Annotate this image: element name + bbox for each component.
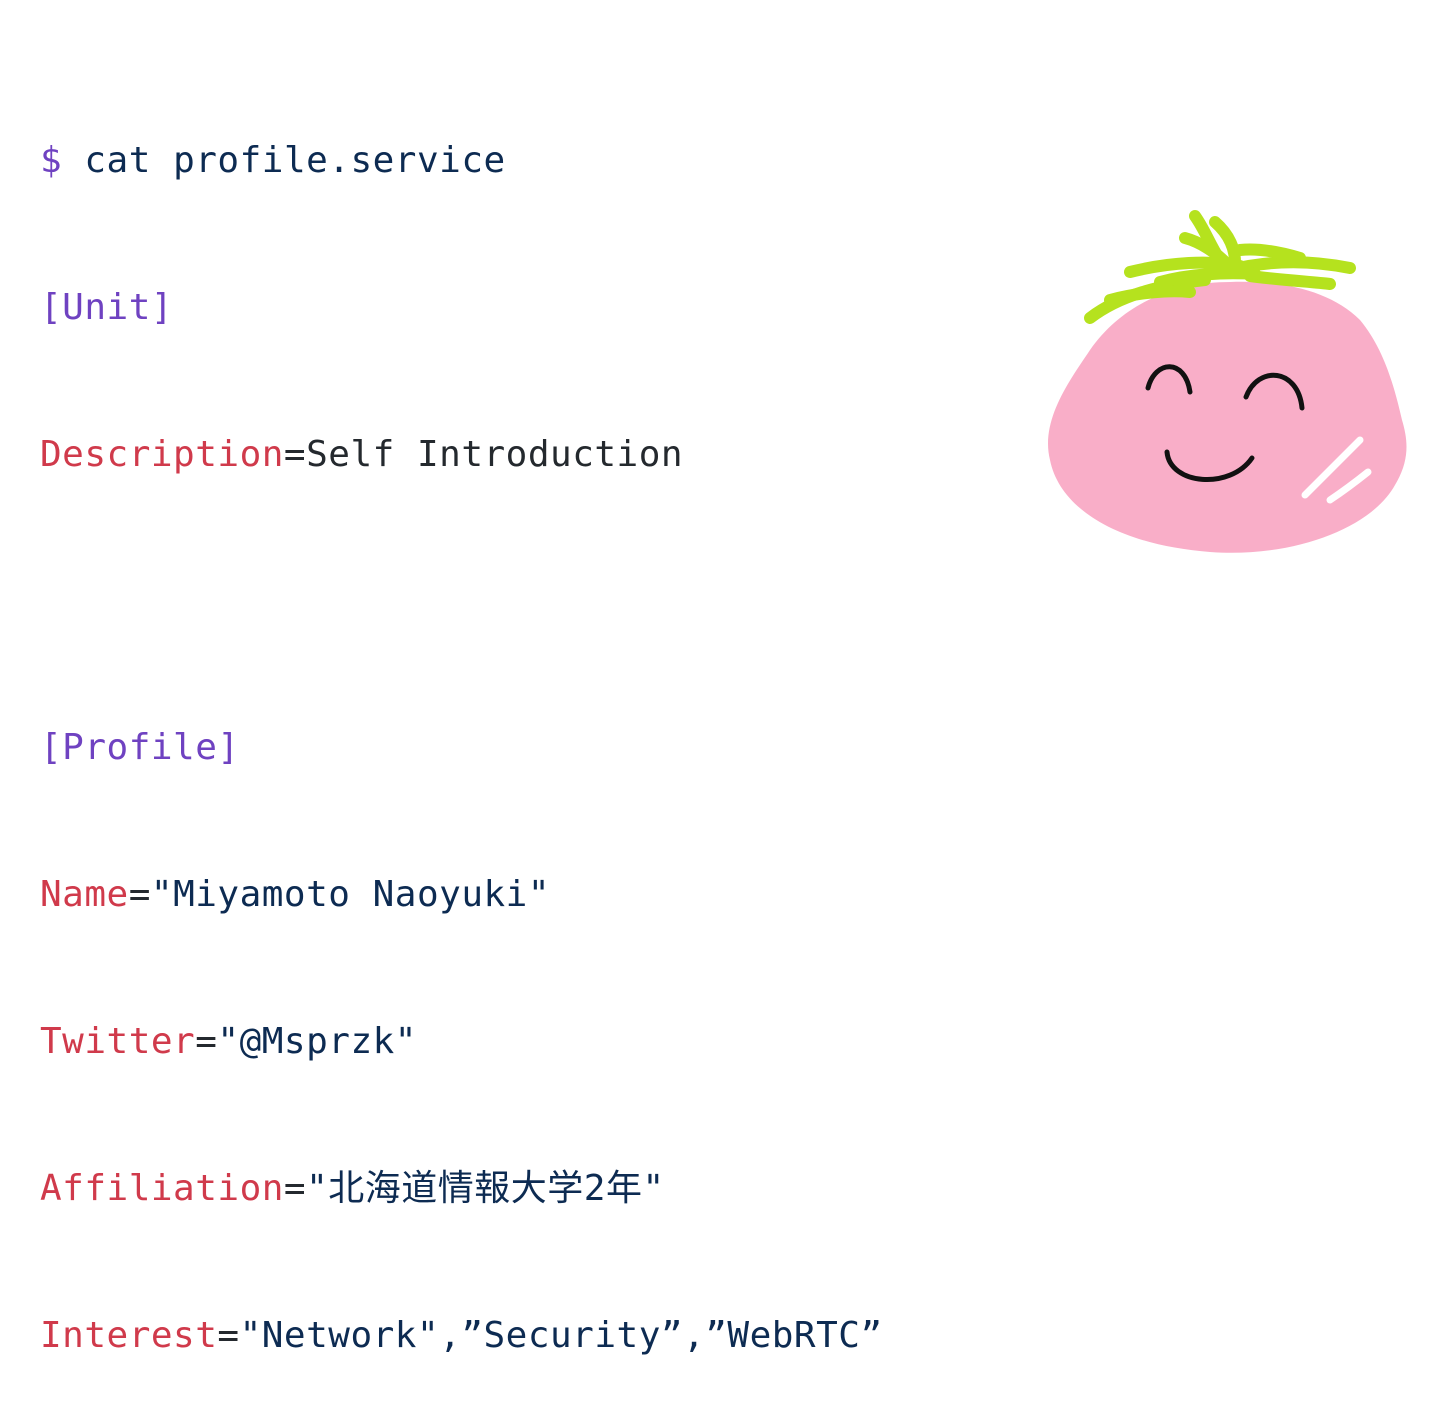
interest-value: "Network",”Security”,”WebRTC” [239,1315,883,1356]
right-eye [1243,372,1305,411]
left-eye [1145,364,1193,395]
profile-header-text: [Profile] [40,727,240,768]
name-line: Name="Miyamoto Naoyuki" [40,874,551,915]
unit-section-header: [Unit] [40,275,883,340]
affiliation-key: Affiliation [40,1168,284,1209]
name-value: "Miyamoto Naoyuki" [150,874,551,915]
affiliation-value: "北海道情報大学2年" [306,1168,665,1209]
interest-line: Interest="Network",”Security”,”WebRTC” [40,1315,883,1356]
smile-mouth [1164,449,1255,482]
unit-header-text: [Unit] [40,287,174,328]
shell-command: cat profile.service [84,140,506,181]
description-line: Description=Self Introduction [40,434,684,475]
shell-prompt: $ [40,140,63,181]
twitter-key: Twitter [40,1021,196,1062]
blank-line [40,569,883,633]
description-key: Description [40,434,284,475]
tomato-body [1048,281,1407,553]
tomato-highlight [1301,436,1372,504]
profile-section-header: [Profile] [40,715,883,780]
terminal-output: $ cat profile.service [Unit] Description… [40,46,883,1409]
description-value: Self Introduction [306,434,684,475]
twitter-value: "@Msprzk" [217,1021,417,1062]
name-key: Name [40,874,129,915]
smiling-tomato-icon [1048,210,1407,553]
twitter-line: Twitter="@Msprzk" [40,1021,417,1062]
command-line: $ cat profile.service [40,128,883,193]
affiliation-line: Affiliation="北海道情報大学2年" [40,1168,665,1209]
tomato-leaves [1084,210,1356,324]
interest-key: Interest [40,1315,218,1356]
tomato-face [1145,364,1305,482]
